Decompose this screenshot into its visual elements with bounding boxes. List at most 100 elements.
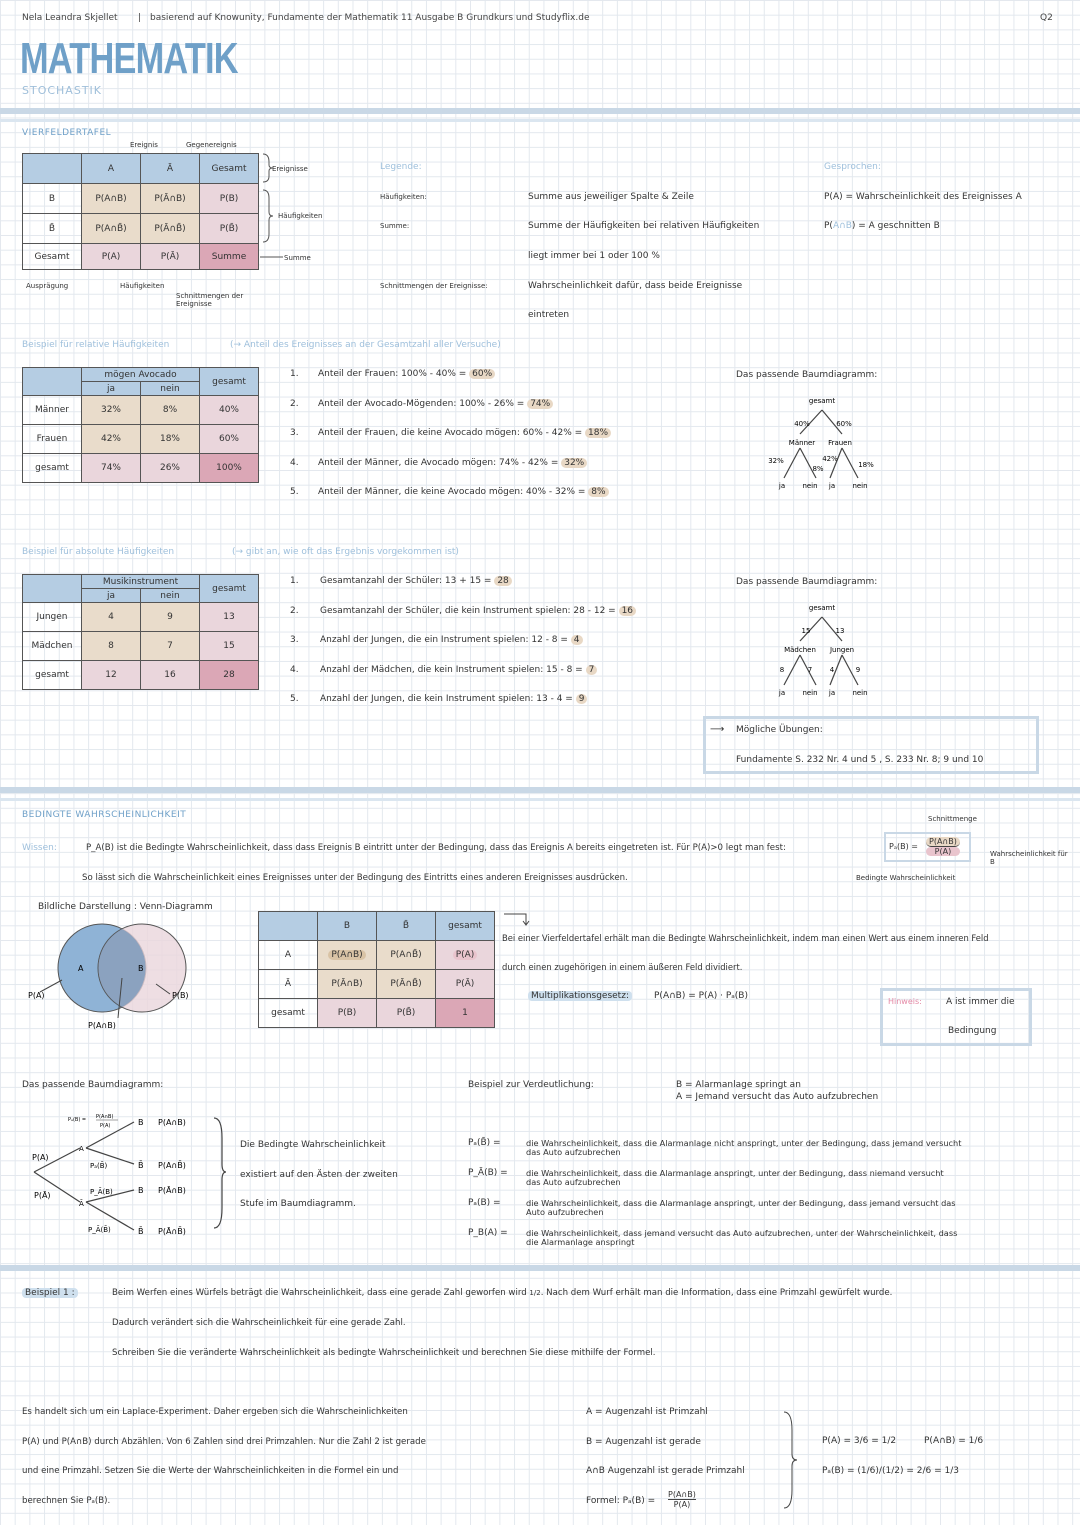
tree-edge-label: 8% [812,465,823,473]
tree-edge-label: 60% [836,420,852,428]
tree-node: Jungen [829,646,854,654]
rel-heading: Beispiel für relative Häufigkeiten [22,340,170,350]
tree-edge-label: 13 [836,627,845,635]
list-item: 5.Anzahl der Jungen, die kein Instrument… [290,694,636,724]
abs-items: 1.Gesamtanzahl der Schüler: 13 + 15 = 28… [290,576,637,724]
tree-leaf-b: B [138,1118,144,1127]
annotation-gegenereignis: Gegenereignis [186,141,237,149]
cell: P(B̄) [376,998,436,1028]
venn-pa: P(A) [28,991,45,1000]
tree-node: Frauen [828,439,852,447]
abs-table: Musikinstrument gesamt ja nein Jungen 4 … [22,574,259,690]
legend-key-2: Summe: [380,222,410,230]
list-item: 2.Gesamtanzahl der Schüler, die kein Ins… [290,605,637,636]
venn-pab: P(A∩B) [88,1021,116,1030]
abs-tree-diagram: gesamt 15 13 Mädchen Jungen 8 7 4 9 ja n… [778,604,868,697]
formula-label: Formel: Pₐ(B) = [586,1496,656,1506]
tree-leaf-b-bar: B̄ [138,1160,144,1170]
col-header-a: A [81,153,141,184]
col-header-gesamt: gesamt [435,911,495,941]
annotation-ereignis: Ereignis [130,141,158,149]
abs-heading: Beispiel für absolute Häufigkeiten [22,547,175,557]
row-header-b-bar: B̄ [22,213,82,244]
list-item: Pₐ(B̄) = die Wahrscheinlichkeit, dass di… [468,1138,962,1157]
cell: P(Ā∩B) [317,969,377,999]
tree-leaf: ja [828,482,835,490]
cell: 12 [81,660,141,690]
solution-line-4: berechnen Sie Pₐ(B). [22,1496,111,1506]
col-header-ja: ja [81,381,141,396]
tree-edge-label: 42% [822,455,838,463]
tree-end-label: P(A∩B) [158,1118,186,1127]
row-label: gesamt [22,453,82,483]
cell: P(A∩B) [81,183,141,214]
list-item: 2.Anteil der Avocado-Mögenden: 100% - 26… [290,398,611,429]
cell: 1 [435,998,495,1028]
cell: 26% [140,453,200,483]
tree-leaf: ja [828,689,835,697]
exercises-text: Fundamente S. 232 Nr. 4 und 5 , S. 233 N… [736,755,984,765]
annotation-schnittmenge: Schnittmenge [928,815,977,823]
list-item: 3.Anzahl der Jungen, die ein Instrument … [290,635,636,665]
tree-root: gesamt [809,604,836,612]
cell: P(Ā∩B̄) [140,213,200,244]
annotation-wahrscheinlichkeit-b: Wahrscheinlichkeit für B [990,850,1068,866]
tree-edge-label: 15 [802,627,811,635]
solution-line-1: Es handelt sich um ein Laplace-Experimen… [22,1407,408,1417]
tree-edge-label: P_Ā(B) [90,1187,113,1196]
cell: P(A∩B̄) [81,213,141,244]
cell: P(B) [199,183,259,214]
formula-fraction: P(A∩B) P(A) [926,837,960,856]
section-divider [0,787,1080,793]
tree-node: Männer [789,439,816,447]
spoken-line-2: P(A∩B) = A geschnitten B [824,221,940,231]
beispiel-text-1: Beim Werfen eines Würfels beträgt die Wa… [112,1288,893,1298]
tree-leaf-b: B [138,1186,144,1195]
beispiel-text-3: Schreiben Sie die veränderte Wahrscheinl… [112,1348,656,1358]
cell: 13 [199,602,259,632]
header-source: basierend auf Knowunity, Fundamente der … [150,13,590,23]
list-item: 1.Gesamtanzahl der Schüler: 13 + 15 = 28 [290,576,636,606]
cell: 8% [140,395,200,425]
tree-edge-label: 8 [780,666,784,674]
abs-tree-title: Das passende Baumdiagramm: [736,577,878,587]
venn-label-a: A [78,964,84,973]
tree-edge-label: P_Ā(B̄) [88,1225,111,1234]
tree-edge-label: 7 [808,666,812,674]
venn-title: Bildliche Darstellung : Venn-Diagramm [38,902,213,912]
tree-leaf-b-bar: B̄ [138,1226,144,1236]
legend-key-3: Schnittmengen der Ereignisse: [380,282,488,290]
abs-note: (→ gibt an, wie oft das Ergebnis vorgeko… [232,547,459,557]
tree-end-label: P(Ā∩B) [158,1185,186,1195]
row-header-gesamt: Gesamt [22,243,82,270]
tree-formula-den: P(A) [100,1123,110,1129]
page-title: MATHEMATIK [20,34,239,83]
cond-tree-diagram: P(A) P(Ā) A Ā Pₐ(B) = P(A∩B) P(A) B B̄ B… [32,1114,227,1236]
tree-edge-label: P(Ā) [34,1190,51,1200]
tree-edge-label: 18% [858,461,874,469]
tree-formula: Pₐ(B) = [68,1117,86,1123]
row-header-a-bar: Ā [258,969,318,999]
tree-root: gesamt [809,397,836,405]
tree-note-1: Die Bedingte Wahrscheinlichkeit [240,1140,386,1150]
header-separator: | [138,13,142,23]
cell: 40% [199,395,259,425]
tree-edge-label: 32% [768,457,784,465]
cell: Summe [199,243,259,270]
col-header-nein: nein [140,381,200,396]
annotation-haeufigkeiten: Häufigkeiten [278,212,323,220]
tree-leaf: nein [852,689,867,697]
annotation-bedingte: Bedingte Wahrscheinlichkeit [856,874,956,882]
cell: 32% [81,395,141,425]
formula-fraction-2: P(A∩B) P(A) [668,1490,696,1509]
list-item: 4.Anteil der Männer, die Avocado mögen: … [290,457,611,488]
annotation-ereignisse: Ereignisse [272,165,308,173]
tree-note-3: Stufe im Baumdiagramm. [240,1199,356,1209]
row-label: Mädchen [22,631,82,661]
list-item: P_Ā(B) = die Wahrscheinlichkeit, dass di… [468,1168,944,1187]
hint-label: Hinweis: [888,997,922,1006]
formula-box [884,832,971,862]
example-def-b: B = Alarmanlage springt an [676,1080,801,1090]
cell: 15 [199,631,259,661]
table-row: Jungen 4 9 13 [22,602,259,632]
